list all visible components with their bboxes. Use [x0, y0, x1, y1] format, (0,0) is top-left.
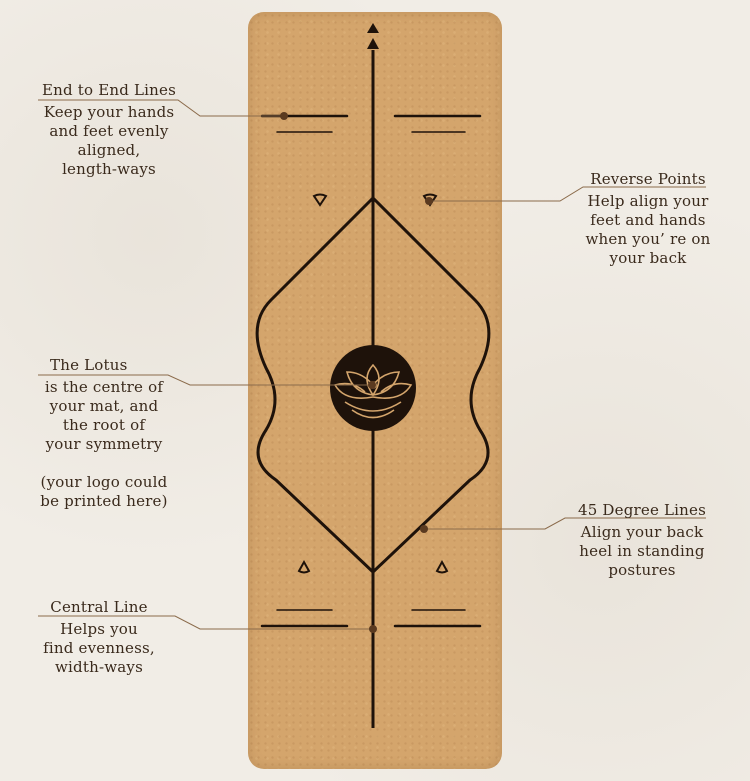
annotation-desc-line: find evenness,: [43, 639, 155, 657]
annotation-title: Reverse Points: [590, 170, 706, 188]
annotation-title: Central Line: [50, 598, 148, 616]
degree-45-lines: [255, 196, 491, 574]
annotation-note-line: be printed here): [40, 492, 168, 510]
annotation-lotus: The Lotus is the centre of your mat, and…: [24, 356, 184, 511]
annotation-title: The Lotus: [50, 356, 128, 374]
annotation-desc-line: Helps you: [60, 620, 138, 638]
annotation-central-line: Central Line Helps you find evenness, wi…: [24, 598, 174, 677]
end-to-end-lines-bottom: [260, 609, 482, 628]
annotation-desc-line: Help align your: [587, 192, 709, 210]
leader-lines: [38, 99, 706, 630]
annotation-desc-line: your symmetry: [45, 435, 163, 453]
reverse-points: [297, 193, 449, 574]
annotation-desc-line: Align your back: [580, 523, 704, 541]
annotation-desc-line: and feet evenly: [49, 122, 169, 140]
annotation-desc-line: Keep your hands: [43, 103, 175, 121]
top-arrow-icon-2: [367, 38, 379, 49]
annotation-desc-line: feet and hands: [590, 211, 706, 229]
annotation-desc-line: width-ways: [55, 658, 143, 676]
annotation-desc-line: when you’ re on: [585, 230, 711, 248]
annotation-title: End to End Lines: [42, 81, 176, 99]
annotation-desc-line: your mat, and: [49, 397, 159, 415]
annotation-desc-line: length-ways: [62, 160, 156, 178]
annotation-45-degree: 45 Degree Lines Align your back heel in …: [562, 501, 722, 580]
annotation-desc-line: aligned,: [77, 141, 141, 159]
annotation-reverse-points: Reverse Points Help align your feet and …: [568, 170, 728, 268]
end-to-end-lines-top: [260, 114, 482, 133]
annotation-title: 45 Degree Lines: [577, 501, 707, 519]
annotation-desc-line: the root of: [62, 416, 146, 434]
annotation-desc-line: postures: [608, 561, 676, 579]
leader-dots: [280, 112, 433, 633]
top-arrow-icon: [367, 23, 379, 33]
annotation-desc-line: heel in standing: [579, 542, 705, 560]
annotation-end-to-end: End to End Lines Keep your hands and fee…: [30, 81, 188, 179]
annotation-desc-line: your back: [609, 249, 687, 267]
annotation-desc-line: is the centre of: [44, 378, 164, 396]
annotation-note-line: (your logo could: [40, 473, 168, 491]
